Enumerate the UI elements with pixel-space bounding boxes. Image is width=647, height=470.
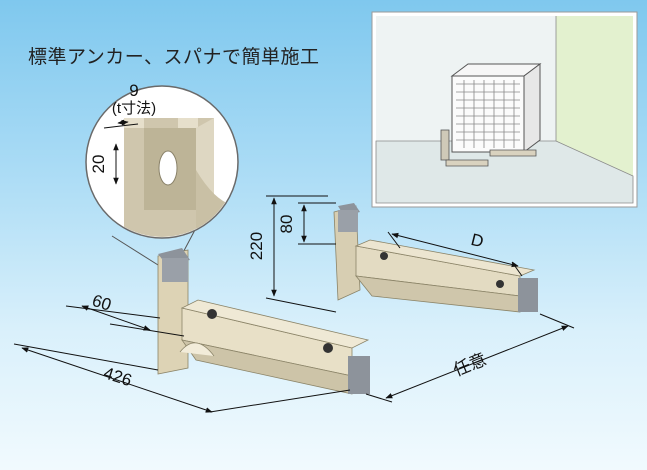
dim-length: 426 [101, 363, 134, 390]
detail-dim-top-note: (t寸法) [112, 100, 156, 117]
detail-dim-top: 9 [129, 81, 138, 100]
outdoor-unit-icon [440, 63, 542, 167]
dim-depth: D [469, 230, 486, 251]
front-bracket [157, 248, 370, 395]
rear-bracket [333, 203, 538, 313]
dim-width: 60 [90, 291, 114, 315]
installation-inset [371, 11, 638, 208]
dimension-lines [13, 195, 575, 413]
detail-magnifier: 9 (t寸法) 20 [85, 81, 239, 271]
headline: 標準アンカー、スパナで簡単施工 [28, 46, 320, 68]
dim-height-upper: 80 [277, 215, 296, 234]
dim-spacing: 任意 [451, 350, 490, 380]
dim-height-total: 220 [247, 232, 266, 260]
detail-dim-side: 20 [89, 155, 108, 174]
